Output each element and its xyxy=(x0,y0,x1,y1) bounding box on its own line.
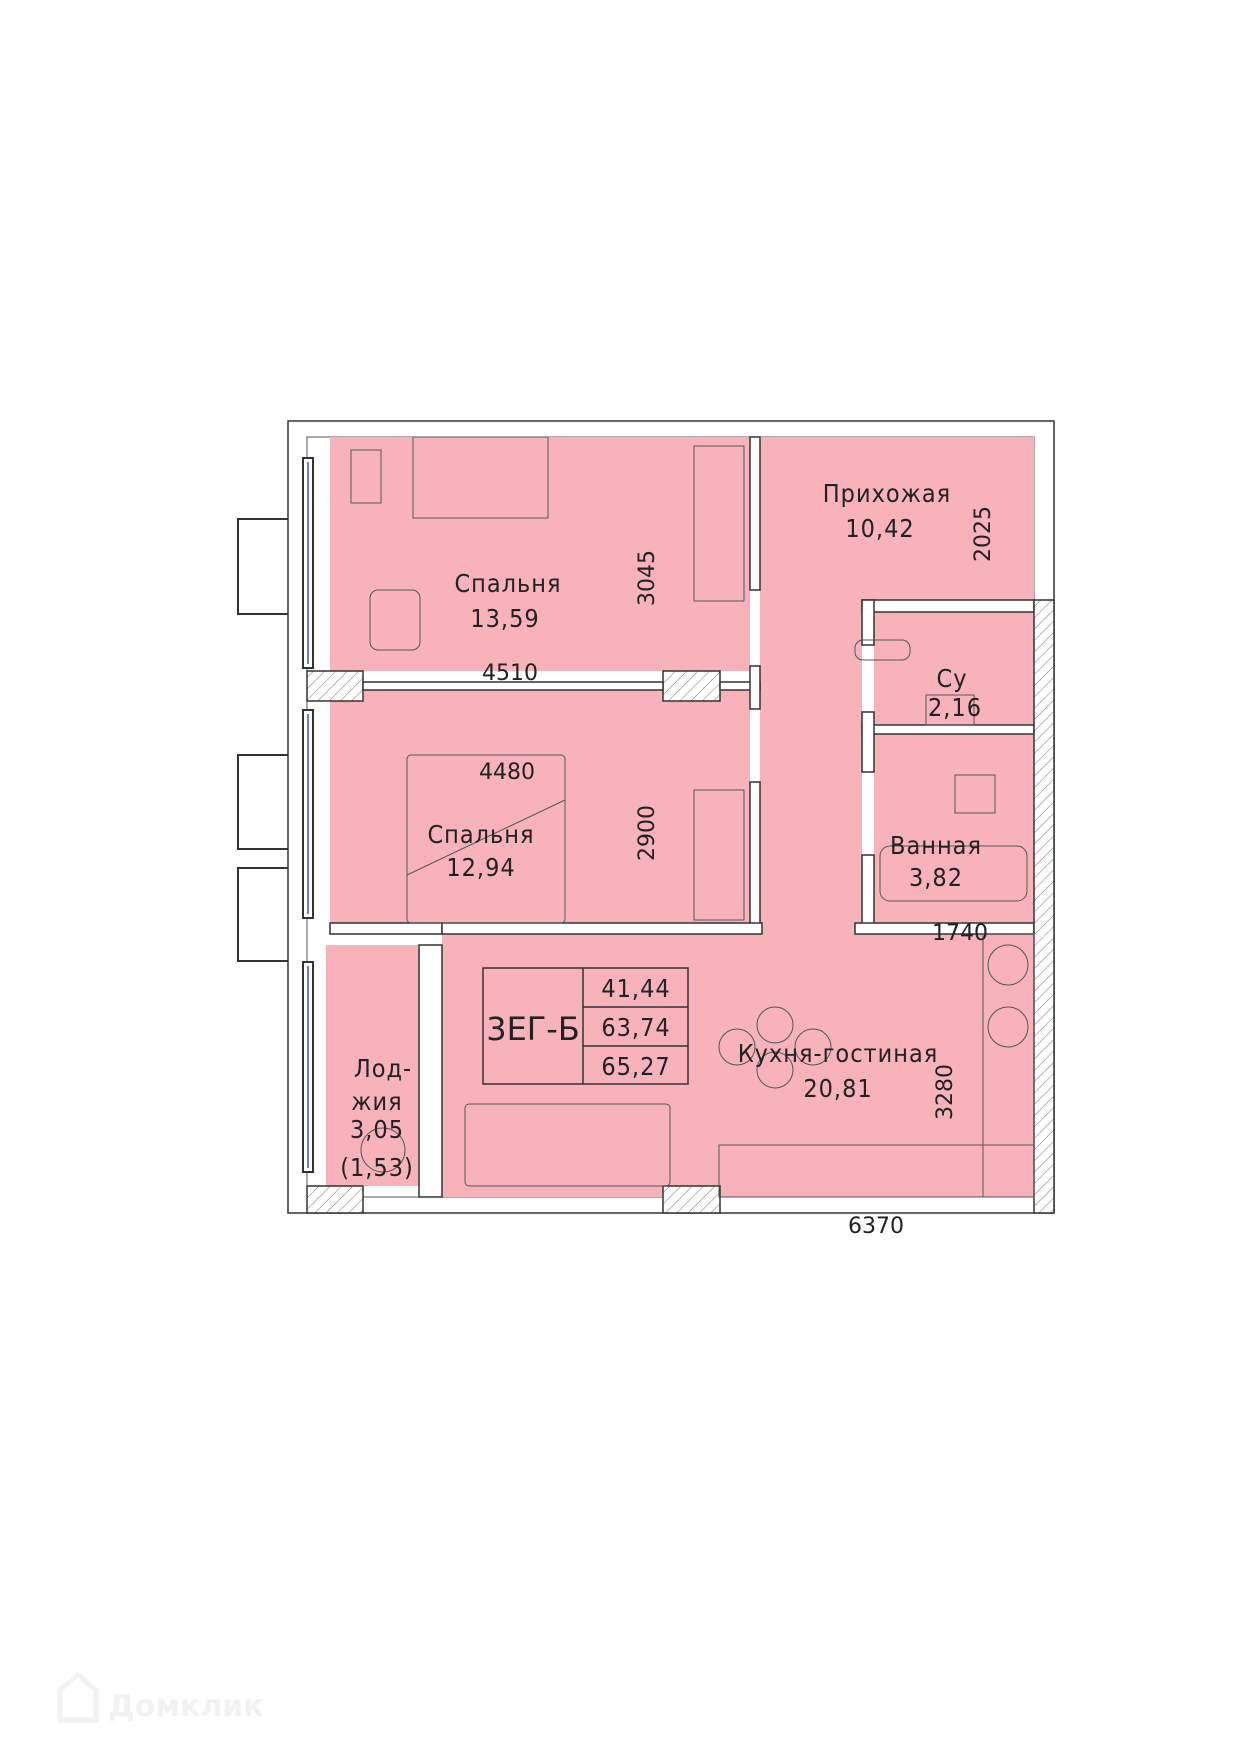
dim-bath: 1740 xyxy=(932,921,988,946)
dim-bed2-width: 4480 xyxy=(479,760,535,785)
summary-table: 3ЕГ-Б 41,44 63,74 65,27 xyxy=(482,967,689,1085)
room-name: Спальня xyxy=(454,569,561,598)
dim-bed2-depth: 2900 xyxy=(635,805,660,861)
bathroom xyxy=(874,734,1034,923)
living-area: 41,44 xyxy=(601,974,670,1003)
room-name: Кухня-гостиная xyxy=(738,1039,939,1068)
wc xyxy=(874,612,1034,725)
dim-kitchen-depth: 3280 xyxy=(933,1064,958,1120)
room-name: Ванная xyxy=(890,831,982,860)
total-area: 63,74 xyxy=(601,1013,670,1042)
room-area: 3,05 xyxy=(350,1115,404,1144)
room-labels: Прихожая 10,42 Спальня 13,59 Спальня 12,… xyxy=(340,479,982,1182)
room-area: 13,59 xyxy=(470,604,539,633)
dim-kitchen-width: 6370 xyxy=(848,1214,904,1239)
room-area: 10,42 xyxy=(845,514,914,543)
dim-bed1-width: 4510 xyxy=(482,661,538,686)
total-with-loggia: 65,27 xyxy=(601,1052,670,1081)
room-area: 12,94 xyxy=(446,853,515,882)
room-fills xyxy=(326,437,1034,1197)
watermark-text: Домклик xyxy=(108,1689,264,1724)
room-area: 3,82 xyxy=(909,863,963,892)
apartment-code: 3ЕГ-Б xyxy=(486,1010,580,1048)
room-reduced-area: (1,53) xyxy=(340,1153,414,1182)
furniture xyxy=(350,436,1035,1198)
balcony-frames xyxy=(237,518,295,962)
bedroom-1 xyxy=(330,437,750,671)
domclick-logo: Домклик xyxy=(57,1671,264,1724)
room-name: Су xyxy=(936,664,967,693)
room-name: Прихожая xyxy=(823,479,951,508)
internal-walls xyxy=(306,436,1055,1214)
room-name: Спальня xyxy=(427,820,534,849)
room-name: жия xyxy=(351,1087,402,1116)
corridor xyxy=(760,437,862,934)
dim-bed1-depth: 3045 xyxy=(635,550,660,606)
kitchen-living xyxy=(442,934,1034,1197)
bedroom-2 xyxy=(330,690,750,923)
room-area: 2,16 xyxy=(928,693,982,722)
loggia xyxy=(326,945,419,1186)
room-area: 20,81 xyxy=(803,1074,872,1103)
dim-hall: 2025 xyxy=(971,506,996,562)
windows xyxy=(302,457,314,1173)
room-name: Лод- xyxy=(354,1054,412,1083)
dimensions: 2025 3045 4510 4480 2900 1740 3280 6370 xyxy=(479,506,996,1239)
